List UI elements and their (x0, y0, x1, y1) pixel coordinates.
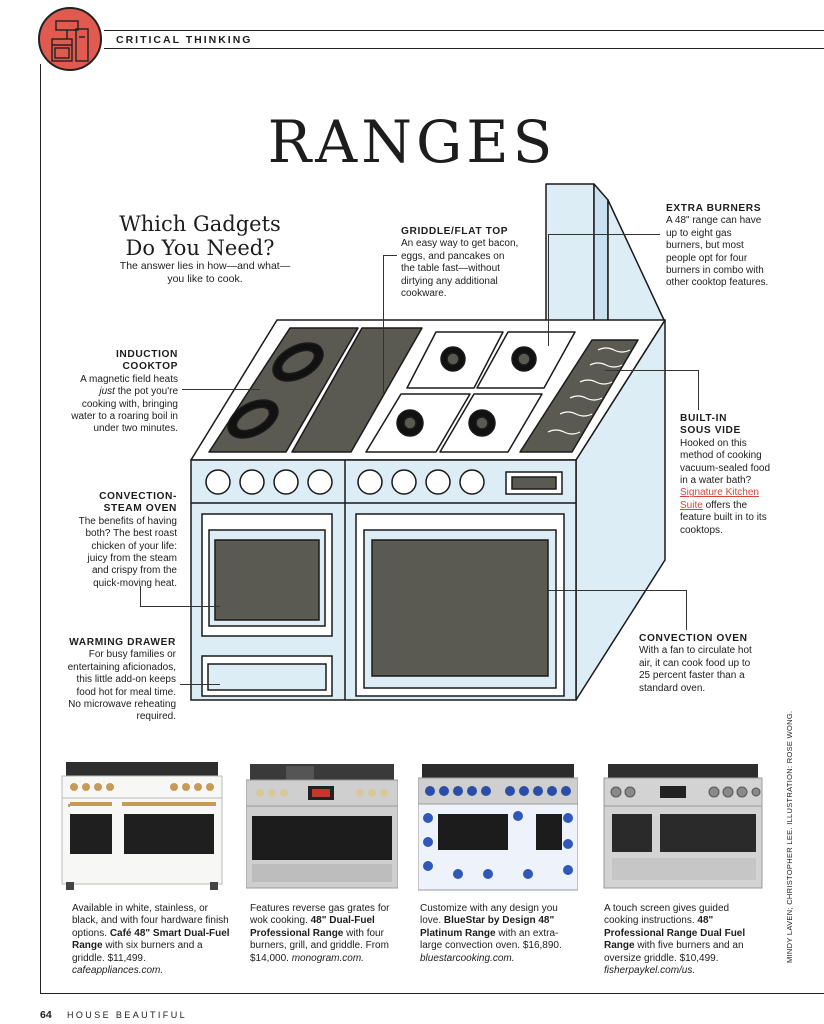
callout-extra-burners: EXTRA BURNERS A 48" range can have up to… (666, 203, 770, 290)
knob-8 (459, 469, 485, 495)
callout-convection: CONVECTION OVEN With a fan to circulate … (639, 633, 754, 695)
callout-induction-text: A magnetic field heats just the pot you'… (66, 374, 178, 436)
product-4-price: with five burners and an oversize griddl… (604, 940, 744, 964)
callout-griddle-heading: GRIDDLE/FLAT TOP (401, 226, 509, 237)
callout-extra-burners-heading: EXTRA BURNERS (666, 203, 762, 214)
subtitle-line-1: Which Gadgets (119, 212, 281, 236)
signature-kitchen-suite-link[interactable]: Signature Kitchen Suite (680, 487, 759, 511)
callout-induction-text-a: A magnetic field heats (80, 373, 178, 385)
callout-warming: WARMING DRAWER For busy families or ente… (64, 637, 176, 724)
leader-sous-vide (698, 370, 699, 410)
callout-induction-heading-1: INDUCTION (116, 349, 178, 360)
photo-credit-text: MINDY LAVEN; CHRISTOPHER LEE. ILLUSTRATI… (785, 710, 794, 963)
callout-sous-vide-text: Hooked on this method of cooking vacuum-… (680, 438, 772, 537)
product-2-url[interactable]: monogram.com. (291, 952, 364, 964)
leader-induction (182, 389, 260, 390)
callout-induction: INDUCTION COOKTOP A magnetic field heats… (66, 349, 178, 436)
page-number: 64 (40, 1009, 52, 1021)
leader-convection-h (548, 590, 686, 591)
leader-griddle (383, 255, 384, 395)
knob-6 (391, 469, 417, 495)
product-4-name: 48" Professional Range Dual Fuel Range (604, 915, 746, 952)
product-photo-monogram (246, 764, 398, 889)
callout-induction-heading-2: COOKTOP (122, 361, 178, 373)
callout-sous-vide-heading-1: BUILT-IN (680, 413, 728, 424)
griddle-plate (291, 327, 423, 453)
callout-convection-steam: CONVECTION- STEAM OVEN The benefits of h… (72, 491, 177, 590)
section-label: CRITICAL THINKING (116, 34, 253, 46)
product-1-desc: Available in white, stainless, or black,… (72, 903, 229, 939)
product-photo-fisherpaykel (603, 764, 763, 889)
callout-induction-text-em: just (99, 386, 115, 398)
knob-7 (425, 469, 451, 495)
callout-extra-burners-text: A 48" range can have up to eight gas bur… (666, 215, 769, 289)
photo-credit: MINDY LAVEN; CHRISTOPHER LEE. ILLUSTRATI… (785, 711, 797, 965)
product-3-desc: Customize with any design you love. (420, 903, 558, 927)
product-4-url[interactable]: fisherpaykel.com/us. (604, 965, 696, 977)
product-3-price: with an extra-large convection oven. $16… (420, 927, 562, 952)
product-2-desc: Features reverse gas grates for wok cook… (250, 903, 390, 927)
knob-2 (239, 469, 265, 495)
product-2-name: 48" Dual-Fuel Professional Range (250, 915, 375, 939)
product-caption-2: Features reverse gas grates for wok cook… (250, 903, 410, 965)
leader-burners (548, 234, 549, 346)
callout-warming-heading: WARMING DRAWER (69, 637, 176, 648)
kitchen-icon (51, 20, 89, 62)
product-3-url[interactable]: bluestarcooking.com. (420, 952, 515, 964)
leader-convection (686, 590, 687, 630)
product-caption-3: Customize with any design you love. Blue… (420, 903, 580, 965)
callout-griddle: GRIDDLE/FLAT TOP An easy way to get baco… (401, 226, 519, 300)
callout-sous-vide-heading-2: SOUS VIDE (680, 425, 741, 437)
product-2-price: with four burners, grill, and griddle. F… (250, 927, 389, 964)
page-title: RANGES (267, 108, 557, 176)
product-1-name: Café 48" Smart Dual-Fuel Range (72, 927, 230, 952)
product-photo-cafe (61, 762, 223, 890)
backsplash-side (545, 183, 595, 331)
intro-text: The answer lies in how—and what—you like… (119, 260, 291, 285)
callout-sous-vide-text-a: Hooked on this method of cooking vacuum-… (680, 437, 771, 487)
leader-steam (140, 606, 220, 607)
callout-warming-text: For busy families or entertaining aficio… (67, 649, 176, 723)
product-caption-1: Available in white, stainless, or black,… (72, 903, 232, 977)
header-rule-top (104, 30, 824, 31)
callout-sous-vide-text-b: offers the feature built in to its cookt… (680, 499, 767, 536)
product-photo-bluestar (418, 764, 578, 891)
product-1-url[interactable]: cafeappliances.com. (72, 965, 164, 977)
callout-sous-vide: BUILT-IN SOUS VIDE Hooked on this method… (680, 413, 772, 537)
callout-griddle-text: An easy way to get bacon, eggs, and panc… (401, 238, 519, 300)
frame-rule-left (40, 64, 41, 994)
callout-induction-text-b: the pot you're cooking with, bringing wa… (71, 386, 178, 435)
leader-warming (180, 684, 220, 685)
leader-sous-vide-h (605, 370, 698, 371)
header-rule-bottom (104, 48, 824, 49)
magazine-name: HOUSE BEAUTIFUL (67, 1010, 188, 1020)
backsplash-front (593, 183, 609, 331)
knob-3 (273, 469, 299, 495)
leader-griddle-h (383, 255, 397, 256)
product-4-desc: A touch screen gives guided cooking inst… (604, 903, 730, 927)
leader-burners-h (548, 234, 660, 235)
subtitle-line-2: Do You Need? (125, 236, 275, 260)
callout-convection-steam-heading-2: STEAM OVEN (103, 503, 177, 515)
knob-4 (307, 469, 333, 495)
knob-5 (357, 469, 383, 495)
range-illustration (190, 183, 666, 701)
callout-convection-steam-text: The benefits of having both? The best ro… (78, 515, 177, 589)
subtitle: Which Gadgets Do You Need? (110, 212, 290, 260)
frame-rule-bottom (40, 993, 824, 994)
section-badge (38, 7, 102, 71)
callout-convection-heading: CONVECTION OVEN (639, 633, 748, 644)
callout-convection-text: With a fan to circulate hot air, it can … (639, 645, 752, 694)
product-caption-4: A touch screen gives guided cooking inst… (604, 903, 764, 977)
product-3-name: BlueStar by Design 48" Platinum Range (420, 915, 555, 939)
product-1-price: with six burners and a griddle. $11,499. (72, 940, 203, 964)
knob-1 (205, 469, 231, 495)
leader-steam-v (140, 586, 141, 606)
callout-convection-steam-heading-1: CONVECTION- (99, 491, 177, 502)
